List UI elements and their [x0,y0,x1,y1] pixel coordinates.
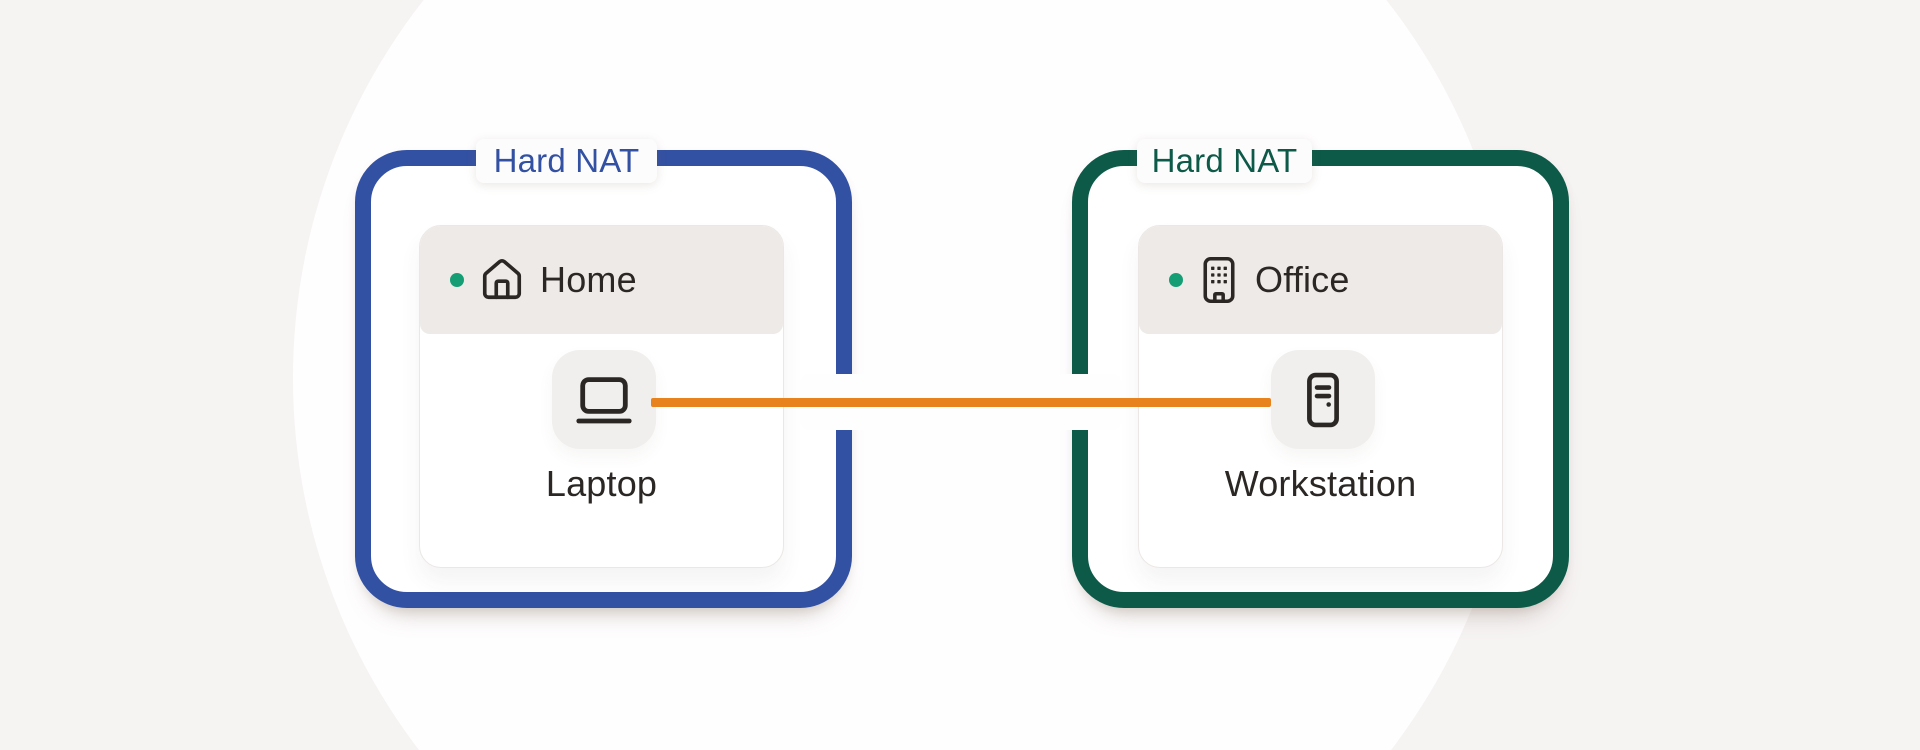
home-network-card: Home Laptop [419,225,784,568]
right-nat-box: Office Workstation [1072,150,1569,608]
house-icon [479,257,525,303]
office-network-header: Office [1139,226,1502,334]
office-network-card: Office Workstation [1138,225,1503,568]
online-status-dot [1169,273,1183,287]
connection-line [651,398,1271,407]
site-name: Office [1255,259,1350,300]
left-nat-label: Hard NAT [476,139,657,183]
server-tower-icon [1307,372,1339,427]
workstation-device-tile [1271,350,1375,449]
home-network-header: Home [420,226,783,334]
device-name: Laptop [545,463,658,504]
left-nat-box: Home Laptop [355,150,852,608]
online-status-dot [450,273,464,287]
device-name: Workstation [1224,463,1417,504]
laptop-icon [576,376,632,423]
building-icon [1198,255,1240,305]
laptop-device-tile [552,350,656,449]
right-nat-label: Hard NAT [1137,139,1312,183]
site-name: Home [540,259,637,300]
